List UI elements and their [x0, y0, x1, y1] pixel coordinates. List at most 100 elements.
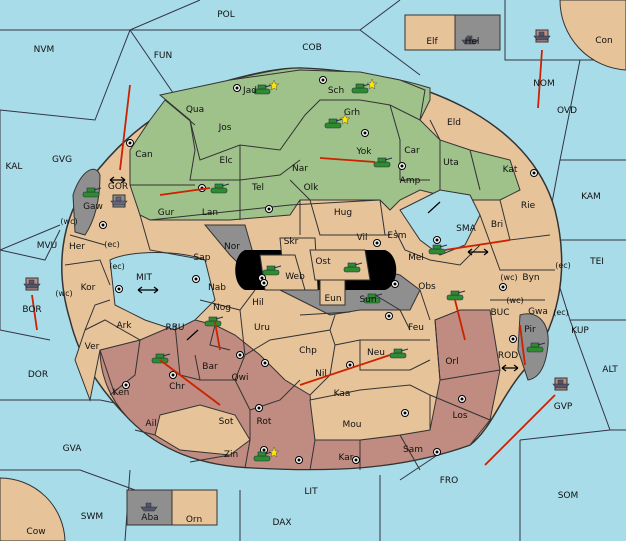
tank-icon[interactable] [363, 293, 383, 304]
region-label-qwi: Qwi [232, 373, 249, 383]
tank-icon[interactable] [262, 265, 282, 276]
tank-icon[interactable] [428, 244, 448, 255]
ship-icon[interactable] [461, 35, 479, 45]
star-icon [268, 446, 280, 458]
region-label-sap: Sap [194, 253, 211, 263]
ship-icon[interactable] [110, 196, 128, 206]
order-arrow [31, 294, 38, 331]
region-label-her-wc: (wc) [60, 217, 77, 226]
tank-icon[interactable] [324, 113, 351, 129]
region-label-sma: SMA [456, 224, 476, 234]
region-label-nab: Nab [208, 283, 226, 293]
supply-center-core [435, 238, 439, 242]
supply-center-core [238, 353, 242, 357]
region-label-can: Can [135, 150, 153, 160]
region-label-gwa-ec: (ec) [553, 308, 569, 317]
ship-icon[interactable] [552, 379, 570, 389]
order-arrow [214, 321, 221, 351]
region-label-sun: Sun [359, 295, 376, 305]
region-label-eld: Eld [447, 118, 461, 128]
region-label-jos: Jos [218, 123, 232, 133]
supply-center-core [262, 281, 266, 285]
star-icon [366, 78, 378, 90]
supply-center-core [501, 285, 505, 289]
order-arrow [484, 394, 556, 466]
units [23, 31, 570, 512]
region-label-byn: Byn [522, 273, 539, 283]
ship-icon[interactable] [533, 31, 551, 41]
ship-icon[interactable] [140, 502, 158, 512]
region-label-bor: BOR [22, 305, 41, 315]
supply-centers [99, 76, 538, 464]
region-label-gvp: GVP [554, 402, 573, 412]
tank-icon[interactable] [82, 187, 102, 198]
region-elf[interactable] [404, 14, 456, 51]
ship-icon[interactable] [23, 279, 41, 289]
region-eun[interactable] [319, 279, 346, 306]
region-label-tei: TEI [589, 257, 604, 267]
supply-center-core [297, 458, 301, 462]
region-label-chp: Chp [299, 346, 317, 356]
supply-center-core [532, 171, 536, 175]
supply-center-core [267, 207, 271, 211]
region-label-mel: Mel [408, 253, 424, 263]
region-label-rod: ROD [498, 351, 518, 361]
region-label-qua: Qua [186, 105, 204, 115]
region-label-ark: Ark [116, 321, 132, 331]
region-label-som: SOM [558, 491, 579, 501]
supply-center-core [435, 450, 439, 454]
supply-center-core [387, 314, 391, 318]
region-label-kam: KAM [581, 192, 601, 202]
tank-icon[interactable] [210, 183, 230, 194]
region-label-kaa: Kaa [334, 389, 351, 399]
convoy-markers [109, 176, 519, 372]
region-label-nom: NOM [533, 79, 555, 89]
region-label-gaw: Gaw [83, 202, 103, 212]
region-label-gwa-wc: (wc) [506, 296, 523, 305]
star-icon [339, 113, 351, 125]
region-con[interactable] [559, 0, 626, 71]
tank-icon[interactable] [151, 353, 171, 364]
region-label-gvg: GVG [52, 155, 72, 165]
region-hel[interactable] [454, 14, 501, 51]
region-label-elc: Elc [219, 156, 232, 166]
region-label-gva: GVA [63, 444, 83, 454]
region-label-ovd: OVD [557, 106, 577, 116]
supply-center-core [117, 287, 121, 291]
region-label-car: Car [404, 146, 420, 156]
region-cow[interactable] [0, 477, 66, 541]
region-ost[interactable] [309, 249, 371, 281]
tank-icon[interactable] [343, 262, 363, 273]
supply-center-core [263, 361, 267, 365]
tank-icon[interactable] [253, 79, 280, 95]
region-label-nog: Nog [213, 303, 231, 313]
order-arrow [454, 299, 466, 341]
region-label-rie: Rie [521, 201, 536, 211]
region-mou-kaa[interactable] [309, 384, 431, 441]
region-label-eun: Eun [324, 294, 341, 304]
region-gaw[interactable] [72, 168, 101, 236]
region-label-zin: Zin [224, 450, 238, 460]
supply-center-core [400, 164, 404, 168]
order-arrow [299, 354, 391, 386]
sea-sma-bay [399, 189, 481, 256]
star-icon [268, 79, 280, 91]
supply-center-core [257, 406, 261, 410]
tank-icon[interactable] [373, 157, 393, 168]
region-label-esm: Esm [387, 231, 406, 241]
order-arrow [159, 359, 221, 406]
tank-icon[interactable] [204, 316, 224, 327]
tank-icon[interactable] [351, 78, 378, 94]
region-orn[interactable] [171, 489, 218, 526]
tank-icon[interactable] [526, 342, 546, 353]
supply-center-core [403, 411, 407, 415]
region-label-sot: Sot [219, 417, 234, 427]
region-label-her: Her [69, 242, 85, 252]
tank-icon[interactable] [253, 446, 280, 462]
supply-center-core [124, 383, 128, 387]
region-label-los: Los [452, 411, 467, 421]
region-label-bar: Bar [202, 362, 218, 372]
region-ail[interactable] [154, 404, 251, 456]
region-label-pol: POL [217, 10, 235, 20]
